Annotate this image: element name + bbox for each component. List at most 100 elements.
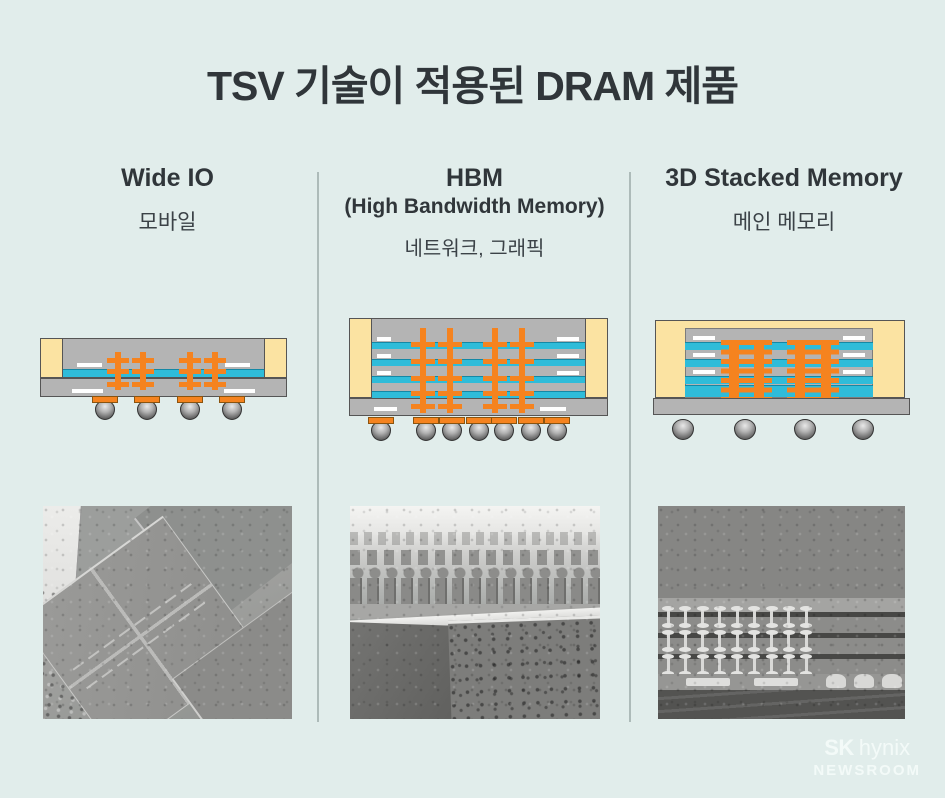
sem-micro-bump (854, 674, 874, 688)
bond-pad (224, 389, 255, 393)
column-subtitle-wide-io: 모바일 (138, 211, 197, 234)
tsv-via (179, 352, 201, 390)
tsv-pillar (729, 630, 745, 652)
column-subtitle-3d-stacked: 메인 메모리 (732, 211, 836, 234)
bond-pad (377, 337, 391, 341)
tsv-pillar (712, 606, 728, 628)
bond-pad (377, 371, 391, 375)
column-title-hbm: HBM (446, 164, 503, 192)
logo-newsroom: NEWSROOM (813, 762, 921, 779)
bond-pad (72, 389, 103, 393)
tsv-pillar (729, 606, 745, 628)
package-sidewall-left (349, 318, 372, 398)
die-layer (372, 359, 585, 366)
solder-ball (219, 396, 245, 420)
tsv-pillar (695, 606, 711, 628)
solder-ball (134, 396, 160, 420)
tsv-pillar (712, 654, 728, 676)
die-layers (372, 318, 585, 398)
tsv-pillar (677, 630, 693, 652)
column-divider-right (629, 172, 631, 722)
solder-ball (491, 417, 517, 441)
sem-bump-row-far (350, 532, 600, 545)
tsv-pillar (660, 630, 676, 652)
bond-pad (693, 370, 715, 374)
tsv-pillar (677, 606, 693, 628)
package-sidewall-right (264, 338, 287, 378)
package-sidewall-right (585, 318, 608, 398)
bond-pad (540, 407, 566, 411)
tsv-pillar (695, 630, 711, 652)
tsv-pillar (764, 630, 780, 652)
tsv-via (132, 352, 154, 390)
tsv-pillar (781, 630, 797, 652)
tsv-pillar (660, 654, 676, 676)
bond-pad (557, 337, 579, 341)
column-subtitle-hbm-full-name: (High Bandwidth Memory) (344, 195, 605, 218)
die-layer (685, 376, 873, 384)
solder-ball (177, 396, 203, 420)
sem-landing-pad (686, 678, 730, 686)
solder-ball (852, 419, 874, 440)
bond-pad (374, 407, 397, 411)
bond-pad (843, 353, 865, 357)
solder-balls (40, 396, 287, 422)
tsv-pillar (764, 654, 780, 676)
bond-pad (693, 353, 715, 357)
photo-wide-io-sem (43, 506, 292, 719)
tsv-pillar (677, 654, 693, 676)
tsv-via (813, 340, 839, 398)
tsv-pillar (798, 654, 814, 676)
tsv-pillar (746, 630, 762, 652)
logo-sk: SK (824, 735, 854, 760)
sem-cross-section-right (447, 615, 600, 719)
page-title: TSV 기술이 적용된 DRAM 제품 (206, 63, 739, 109)
tsv-via (438, 328, 462, 413)
die-layer (685, 342, 873, 350)
die-layer (372, 342, 585, 349)
photo-3d-stacked-sem (658, 506, 905, 719)
sem-bump-row-mid (350, 550, 600, 565)
column-divider-left (317, 172, 319, 722)
solder-ball (368, 417, 394, 441)
sem-cross-section-left (350, 621, 464, 719)
die-layer (685, 359, 873, 367)
sem-micro-bump (882, 674, 902, 688)
tsv-pillar (712, 630, 728, 652)
column-subtitle-hbm-usage: 네트워크, 그래픽 (404, 238, 545, 260)
bond-pad (693, 336, 715, 340)
column-header-3d-stacked: 3D Stacked Memory 메인 메모리 (633, 163, 935, 236)
tsv-via (746, 340, 772, 398)
solder-ball (413, 417, 439, 441)
tsv-via (411, 328, 435, 413)
package-body (349, 318, 608, 398)
tsv-pillar (746, 654, 762, 676)
tsv-pillar (781, 654, 797, 676)
tsv-pillar (695, 654, 711, 676)
tsv-via (787, 340, 813, 398)
die-layer (372, 391, 585, 398)
photo-hbm-sem (350, 506, 600, 719)
tsv-pillar (781, 606, 797, 628)
tsv-pillar (764, 606, 780, 628)
column-header-wide-io: Wide IO 모바일 (20, 163, 315, 236)
tsv-columns (40, 352, 287, 390)
column-header-hbm: HBM (High Bandwidth Memory) 네트워크, 그래픽 (318, 163, 631, 261)
solder-ball (439, 417, 465, 441)
tsv-via (510, 328, 534, 413)
tsv-pillar (660, 606, 676, 628)
solder-ball (466, 417, 492, 441)
bond-pad (557, 371, 579, 375)
solder-ball (734, 419, 756, 440)
package-substrate (653, 398, 910, 415)
die-layers (63, 369, 264, 377)
sem-micro-bump (826, 674, 846, 688)
sem-bump-caps (350, 567, 600, 579)
die-layer (63, 369, 264, 377)
tsv-columns (685, 340, 873, 398)
package-sidewall-left (40, 338, 63, 378)
diagram-3d-stacked (653, 320, 910, 440)
solder-balls (349, 417, 608, 442)
